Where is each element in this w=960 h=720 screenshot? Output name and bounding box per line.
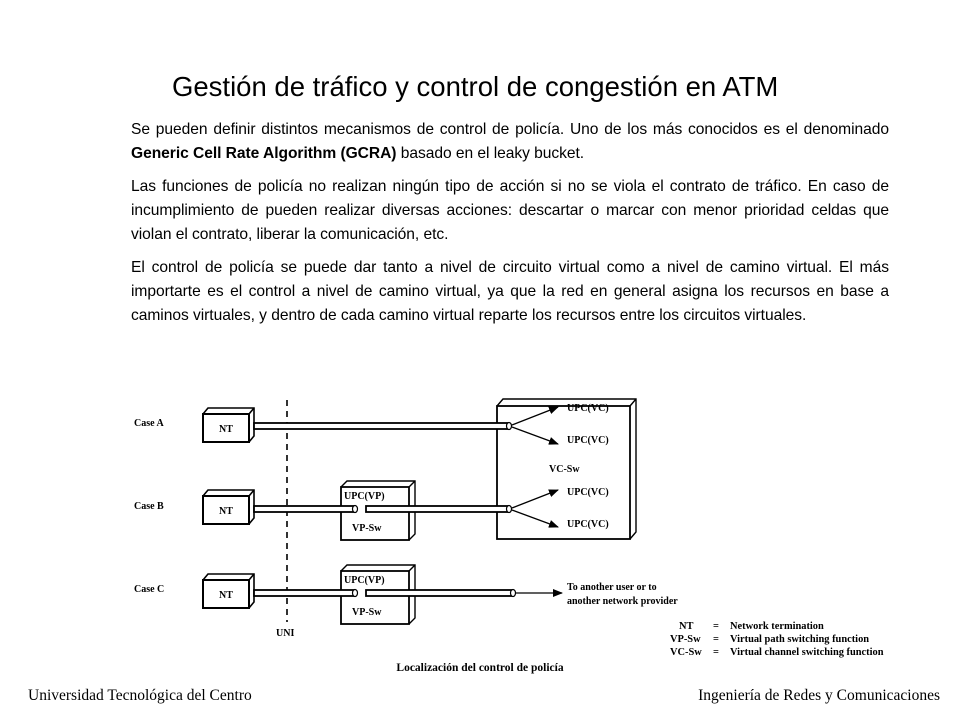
upc-vc-label-b2: UPC(VC) (567, 519, 609, 530)
vp-sw-label-c: VP-Sw (352, 607, 382, 618)
legend-eq-vc: = (713, 647, 719, 658)
legend-eq-vp: = (713, 634, 719, 645)
diagram-caption: Localización del control de policía (396, 662, 564, 674)
footer-university: Universidad Tecnológica del Centro (28, 687, 252, 704)
vp-switch-box-c: UPC(VP) VP-Sw (340, 564, 416, 625)
legend-abbr-vc: VC-Sw (670, 647, 702, 658)
slide-title: Gestión de tráfico y control de congesti… (172, 71, 779, 102)
case-b-label: Case B (134, 501, 164, 512)
paragraph-3: El control de policía se puede dar tanto… (131, 259, 889, 324)
cable-case-b-nt-vp (253, 504, 359, 514)
cable-case-c-nt-vp (253, 588, 359, 598)
legend-desc-nt: Network termination (730, 621, 824, 632)
legend-abbr-nt: NT (679, 621, 694, 632)
footer-course: Ingeniería de Redes y Comunicaciones (698, 687, 940, 704)
legend-abbr-vp: VP-Sw (670, 634, 701, 645)
nt-label-a: NT (219, 424, 233, 435)
arrow-b-up (511, 489, 559, 509)
vc-sw-label: VC-Sw (549, 464, 580, 475)
arrow-b-down (511, 509, 559, 528)
vp-switch-box-b: UPC(VP) VP-Sw (340, 480, 416, 541)
destination-line-1: To another user or to (567, 582, 657, 593)
legend-eq-nt: = (713, 621, 719, 632)
gcra-term: Generic Cell Rate Algorithm (GCRA) (131, 145, 397, 162)
destination-line-2: another network provider (567, 596, 678, 607)
arrow-a-down (511, 426, 559, 445)
upc-vp-label-b: UPC(VP) (344, 491, 385, 502)
arrow-a-up (511, 406, 559, 426)
paragraph-1: Se pueden definir distintos mecanismos d… (131, 118, 889, 166)
nt-label-c: NT (219, 590, 233, 601)
case-c-label: Case C (134, 584, 164, 595)
upc-vc-label-a1: UPC(VC) (567, 403, 609, 414)
case-a-label: Case A (134, 418, 165, 429)
cable-case-a (253, 421, 513, 431)
uni-label: UNI (276, 628, 294, 639)
upc-vc-label-b1: UPC(VC) (567, 487, 609, 498)
legend-desc-vc: Virtual channel switching function (730, 647, 884, 658)
cable-case-c-vp-out (365, 588, 517, 598)
paragraph-1-start: Se pueden definir distintos mecanismos d… (131, 121, 889, 138)
body-text: Se pueden definir distintos mecanismos d… (131, 118, 889, 337)
nt-box-c: NT (202, 573, 255, 609)
vp-sw-label-b: VP-Sw (352, 523, 382, 534)
nt-box-b: NT (202, 489, 255, 525)
diagram-legend: NT = Network termination VP-Sw = Virtual… (670, 621, 884, 658)
paragraph-1-end: basado en el leaky bucket. (396, 145, 585, 162)
legend-desc-vp: Virtual path switching function (730, 634, 869, 645)
paragraph-2: Las funciones de policía no realizan nin… (131, 178, 889, 243)
upc-vc-label-a2: UPC(VC) (567, 435, 609, 446)
vc-switch-box: VC-Sw (496, 398, 637, 540)
upc-vp-label-c: UPC(VP) (344, 575, 385, 586)
cable-case-b-vp-vc (365, 504, 513, 514)
nt-box-a: NT (202, 407, 255, 443)
nt-label-b: NT (219, 506, 233, 517)
